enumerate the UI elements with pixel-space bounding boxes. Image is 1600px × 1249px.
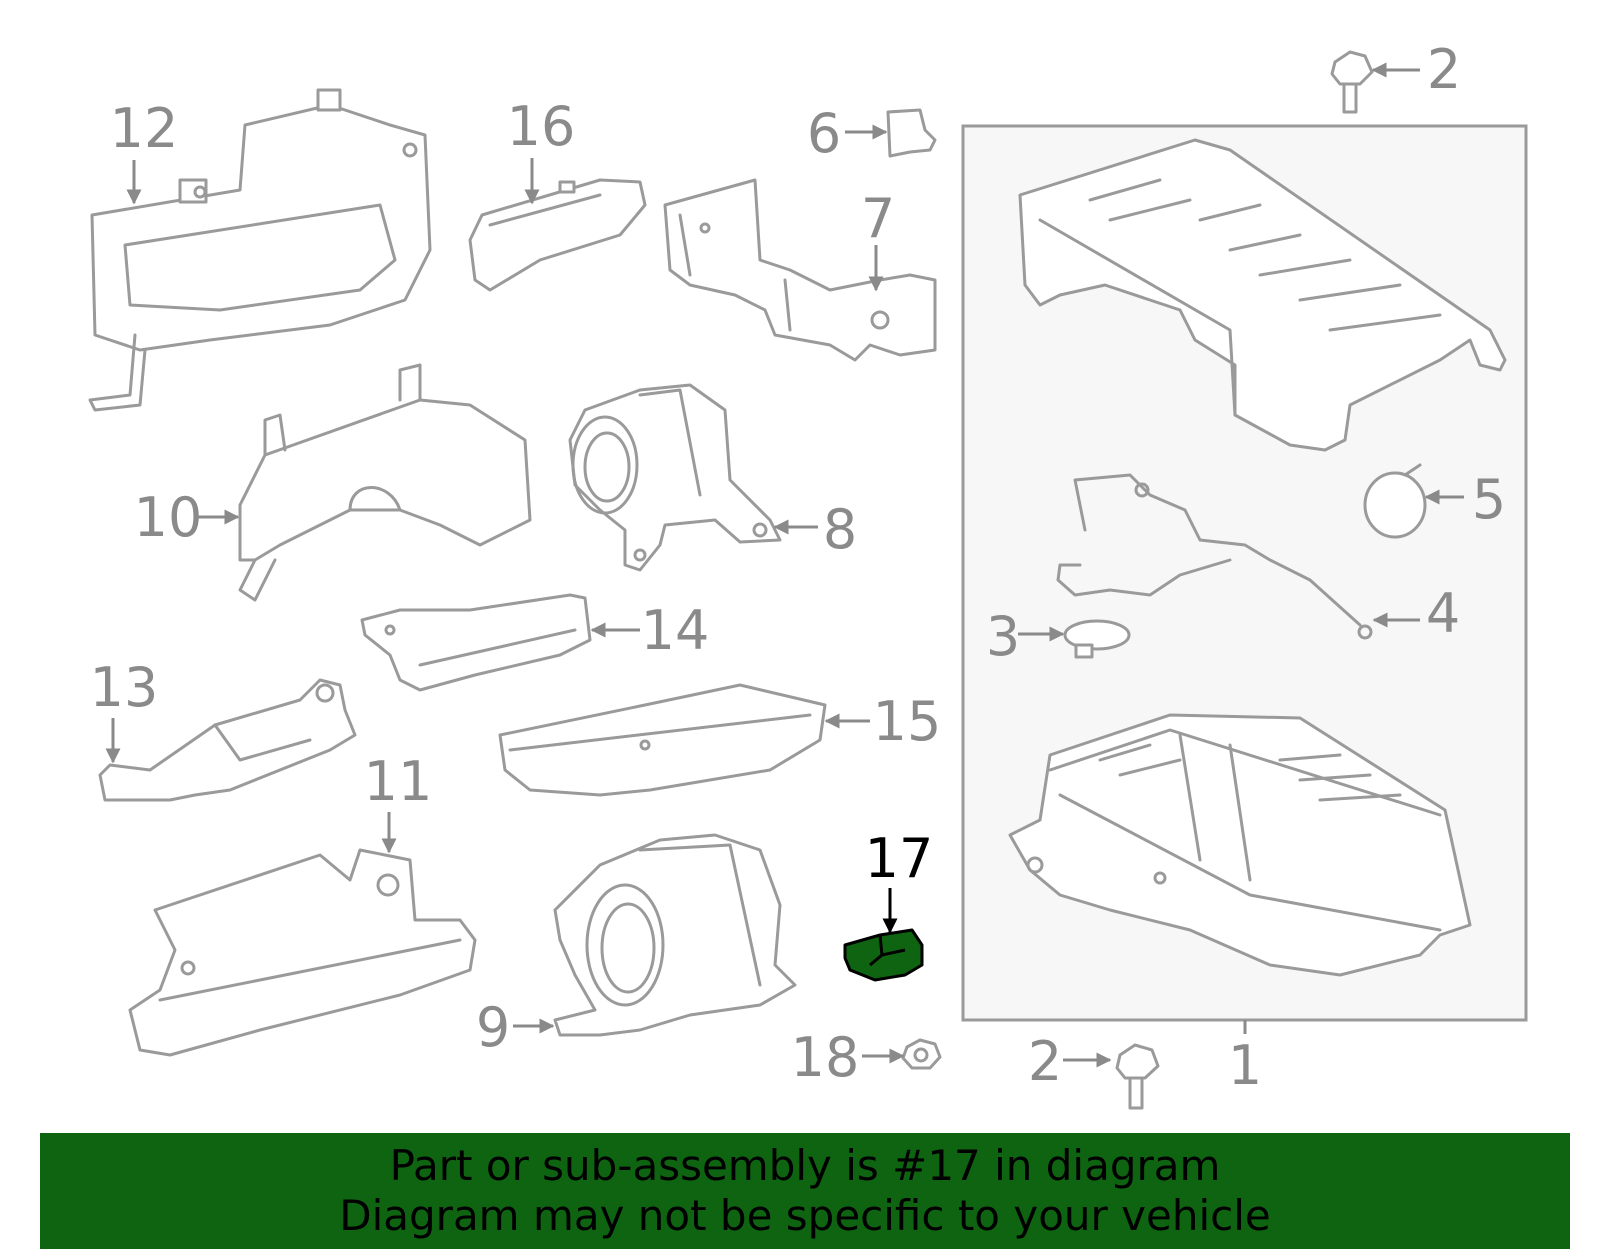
callout-2-bottom: 2 <box>1028 1030 1062 1093</box>
part-12-duct <box>88 88 432 412</box>
part-16-cover <box>468 178 647 292</box>
part-11-bracket <box>128 848 477 1057</box>
part-17-highlighted[interactable] <box>843 928 924 982</box>
callout-3: 3 <box>986 605 1020 668</box>
part-7-bracket <box>663 178 937 362</box>
callout-8: 8 <box>823 498 857 561</box>
callout-5: 5 <box>1472 468 1506 531</box>
part-6-clip <box>886 108 937 158</box>
callout-6: 6 <box>807 102 841 165</box>
part-8-fan <box>568 383 782 572</box>
leader-lines <box>105 62 1464 1068</box>
part-2-bolt-top <box>1330 50 1374 114</box>
callout-13: 13 <box>90 656 159 719</box>
callout-9: 9 <box>476 996 510 1059</box>
part-9-fan <box>553 833 797 1037</box>
callout-18: 18 <box>791 1026 860 1089</box>
banner-line-2: Diagram may not be specific to your vehi… <box>339 1191 1271 1240</box>
callout-1: 1 <box>1228 1034 1262 1097</box>
banner-line-1: Part or sub-assembly is #17 in diagram <box>389 1141 1221 1190</box>
callout-2-top: 2 <box>1427 38 1461 101</box>
part-14-duct <box>360 593 592 692</box>
callout-4: 4 <box>1426 582 1460 645</box>
part-10-housing <box>238 363 532 602</box>
part-15-duct <box>498 683 827 797</box>
callout-11: 11 <box>364 750 433 813</box>
callout-16: 16 <box>507 95 576 158</box>
part-2-bolt-bottom <box>1115 1043 1160 1110</box>
callout-labels: 1 2 2 3 4 5 6 7 8 9 10 11 12 13 14 15 16… <box>90 38 1507 1097</box>
part-3-clamp <box>1063 619 1131 659</box>
callout-7: 7 <box>861 187 895 250</box>
part-4-harness <box>1056 473 1373 640</box>
part-5-clamp <box>1363 463 1427 539</box>
info-banner: Part or sub-assembly is #17 in diagram D… <box>40 1133 1570 1249</box>
part-1-frame <box>1018 138 1507 452</box>
part-1-battery <box>1008 713 1472 977</box>
callout-14: 14 <box>641 599 710 662</box>
part-13-bracket <box>98 678 357 802</box>
callout-17: 17 <box>865 827 934 890</box>
callout-12: 12 <box>110 97 179 160</box>
callout-10: 10 <box>134 486 203 549</box>
callout-15: 15 <box>873 690 942 753</box>
part-18-nut <box>901 1038 942 1070</box>
